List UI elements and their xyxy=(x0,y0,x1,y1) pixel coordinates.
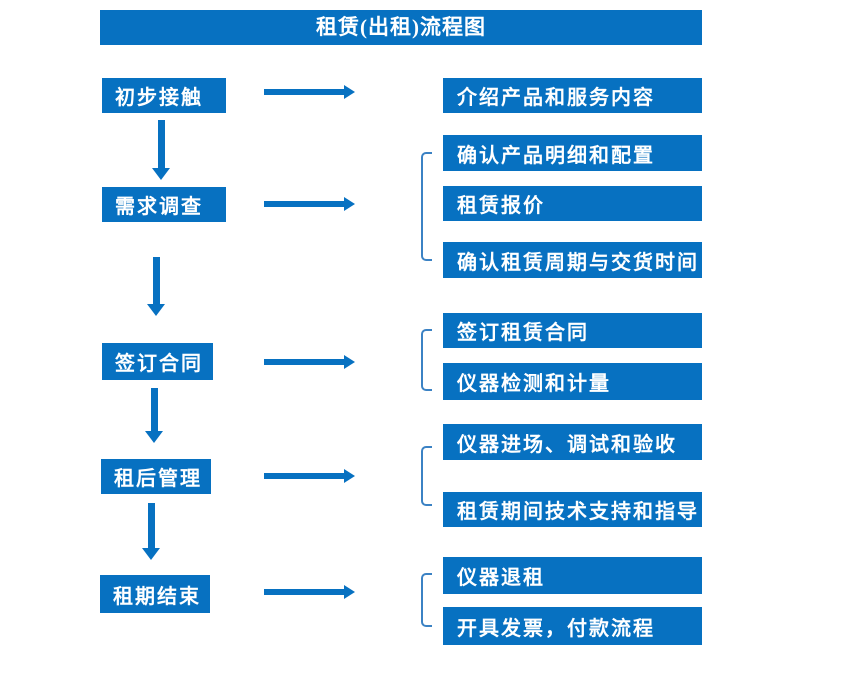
detail-box-invoice-payment-process: 开具发票，付款流程 xyxy=(443,607,702,645)
detail-box-confirm-rental-period-delivery: 确认租赁周期与交货时间 xyxy=(443,242,702,278)
right-arrow-icon xyxy=(264,355,355,369)
step-box-rental-end: 租期结束 xyxy=(100,575,210,613)
flowchart-title: 租赁(出租)流程图 xyxy=(100,10,702,45)
right-arrow-icon xyxy=(264,585,355,599)
detail-box-instrument-testing-metering: 仪器检测和计量 xyxy=(443,363,702,400)
detail-box-tech-support-during-rental: 租赁期间技术支持和指导 xyxy=(443,492,702,527)
detail-box-instrument-arrival-commissioning-acceptance: 仪器进场、调试和验收 xyxy=(443,424,702,460)
group-bracket xyxy=(421,329,432,391)
group-bracket xyxy=(421,573,432,627)
down-arrow-icon xyxy=(145,388,163,443)
step-box-initial-contact: 初步接触 xyxy=(102,78,226,113)
right-arrow-icon xyxy=(264,197,355,211)
detail-box-rental-quote: 租赁报价 xyxy=(443,186,702,221)
down-arrow-icon xyxy=(142,503,160,560)
down-arrow-icon xyxy=(147,257,165,316)
group-bracket xyxy=(421,152,432,261)
detail-box-instrument-return: 仪器退租 xyxy=(443,557,702,594)
group-bracket xyxy=(421,446,432,506)
detail-box-sign-rental-contract: 签订租赁合同 xyxy=(443,313,702,348)
detail-box-introduce-products-services: 介绍产品和服务内容 xyxy=(443,78,702,113)
right-arrow-icon xyxy=(264,469,355,483)
step-box-post-rental-management: 租后管理 xyxy=(101,459,211,494)
detail-box-confirm-product-details-config: 确认产品明细和配置 xyxy=(443,135,702,171)
down-arrow-icon xyxy=(152,120,170,180)
right-arrow-icon xyxy=(264,85,355,99)
step-box-needs-survey: 需求调查 xyxy=(102,187,226,222)
step-box-sign-contract: 签订合同 xyxy=(102,343,213,380)
